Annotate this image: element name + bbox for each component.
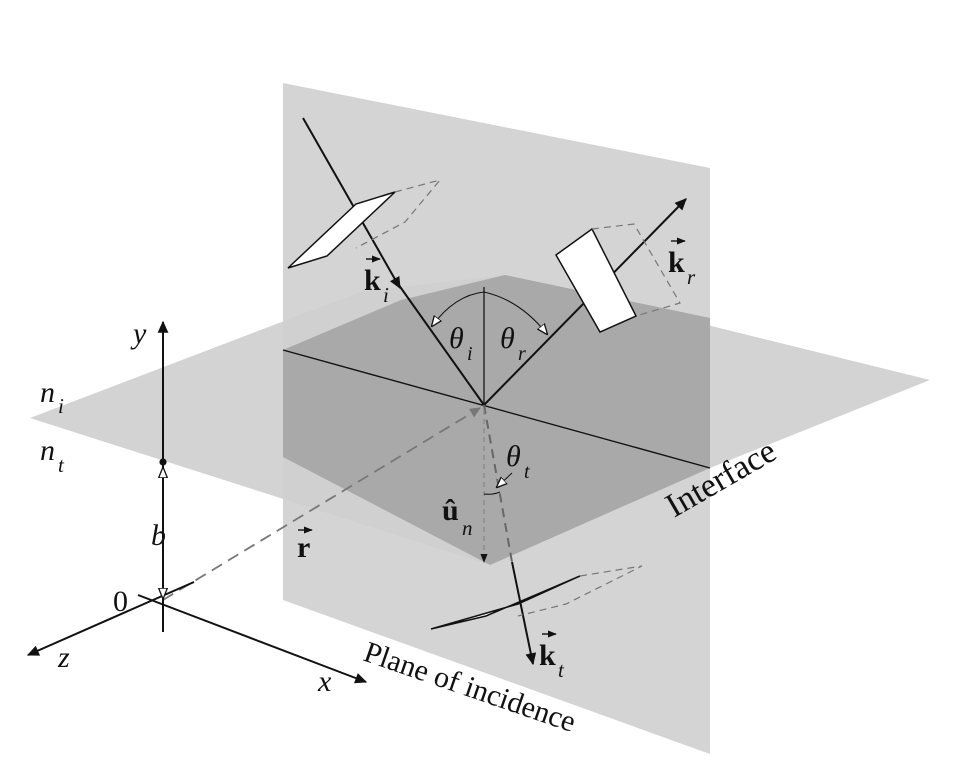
origin-label: 0 xyxy=(113,585,128,618)
index-i-label: n xyxy=(40,376,55,409)
vector-overarrows xyxy=(298,237,686,638)
theta-i-label: θ xyxy=(449,322,464,355)
plane-overlap-region xyxy=(283,275,710,565)
x-axis-label: x xyxy=(317,665,332,698)
index-t-label: n xyxy=(40,434,55,467)
theta-r-label: θ xyxy=(500,322,515,355)
interface-height-dot xyxy=(159,458,167,466)
k-incident-label: k xyxy=(364,264,381,297)
reflected-wavefront-dashed xyxy=(591,223,681,317)
transmitted-wavefront-dashed xyxy=(517,565,643,617)
k-reflected-subscript: r xyxy=(687,265,696,289)
theta-r-subscript: r xyxy=(518,343,526,365)
theta-t-arc xyxy=(483,491,501,495)
index-i-subscript: i xyxy=(58,394,64,418)
unit-normal-label: û xyxy=(442,494,459,527)
b-distance-label: b xyxy=(151,519,166,552)
y-axis-label: y xyxy=(130,317,147,350)
index-t-subscript: t xyxy=(58,453,65,477)
transmitted-ray xyxy=(511,561,537,666)
k-incident-subscript: i xyxy=(383,283,389,307)
interface-intersection-line xyxy=(282,349,711,469)
theta-r-arc xyxy=(483,291,547,334)
k-reflected-label: k xyxy=(668,246,685,279)
theta-t-pointer xyxy=(497,472,513,487)
theta-t-label: θ xyxy=(506,440,521,473)
z-axis xyxy=(26,581,195,656)
z-axis-label: z xyxy=(57,641,70,674)
position-vector-label: r xyxy=(297,531,310,564)
incident-ray-lower xyxy=(395,280,485,406)
x-axis xyxy=(137,594,368,684)
theta-i-subscript: i xyxy=(467,343,473,365)
incident-wavefront-dashed xyxy=(355,178,442,249)
theta-t-subscript: t xyxy=(524,461,530,483)
position-vector xyxy=(162,407,481,601)
reflected-wavefront xyxy=(555,227,638,333)
k-transmitted-label: k xyxy=(539,639,556,672)
unit-normal-subscript: n xyxy=(462,516,473,540)
theta-i-arc xyxy=(432,291,485,326)
incident-ray xyxy=(302,117,401,290)
k-transmitted-subscript: t xyxy=(558,658,565,682)
